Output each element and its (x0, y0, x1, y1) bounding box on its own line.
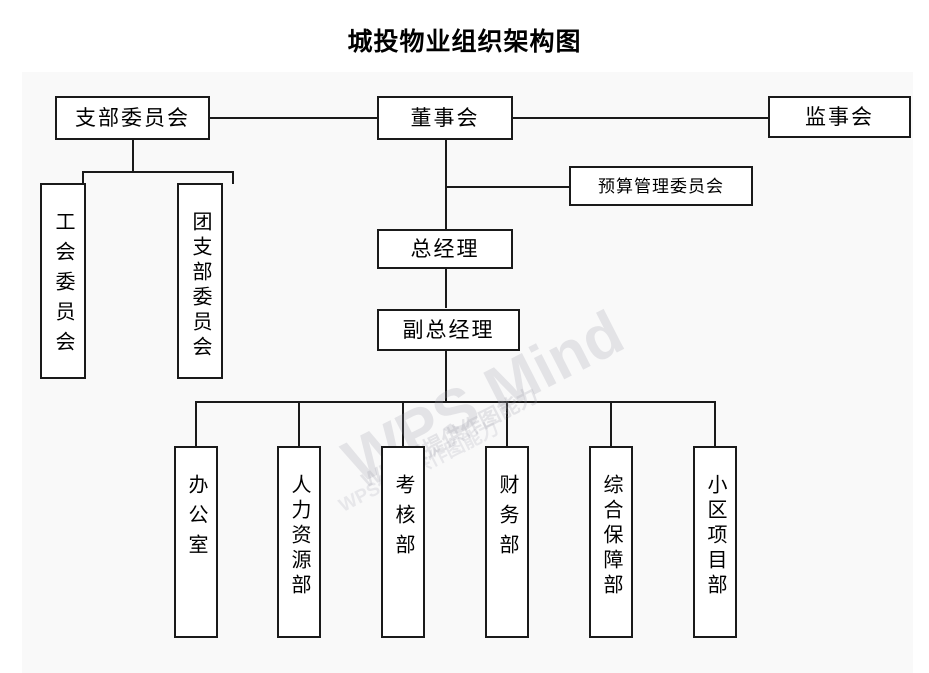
org-chart-canvas: WPS Mind WPS仅提供作图能力 WPS仅提供作图能力 支部委员会 董事会… (22, 72, 913, 673)
page-title: 城投物业组织架构图 (347, 29, 582, 56)
node-budget-management-committee[interactable]: 预算管理委员会 (569, 166, 753, 206)
connector-board-spine (445, 138, 447, 230)
connector-branch-to-board (209, 117, 379, 119)
connector-drop-department-1 (195, 401, 197, 446)
node-deputy-general-manager[interactable]: 副总经理 (377, 309, 520, 351)
node-department-finance[interactable]: 财务部 (485, 446, 529, 638)
connector-drop-youth-league (232, 171, 234, 184)
node-general-manager-label: 总经理 (410, 236, 480, 261)
node-department-comprehensive-support-label: 综合保障部 (600, 474, 622, 599)
node-board-of-supervisors[interactable]: 监事会 (768, 96, 911, 138)
connector-branch-bus (82, 171, 234, 173)
node-board-of-supervisors-label: 监事会 (805, 104, 874, 129)
node-department-office[interactable]: 办公室 (174, 446, 218, 638)
node-department-assessment[interactable]: 考核部 (381, 446, 425, 638)
connector-board-to-supervisors (512, 117, 769, 119)
node-deputy-general-manager-label: 副总经理 (402, 317, 495, 342)
node-department-community-project[interactable]: 小区项目部 (693, 446, 737, 638)
node-board-of-directors[interactable]: 董事会 (377, 96, 513, 140)
node-youth-league-branch-committee[interactable]: 团支部委员会 (177, 183, 223, 379)
connector-drop-department-6 (714, 401, 716, 446)
node-board-of-directors-label: 董事会 (410, 105, 480, 130)
connector-board-to-budget-committee (445, 186, 570, 188)
node-party-branch-committee[interactable]: 支部委员会 (55, 96, 210, 140)
connector-deputy-stem (445, 350, 447, 402)
node-department-community-project-label: 小区项目部 (704, 474, 726, 599)
node-party-branch-committee-label: 支部委员会 (75, 105, 190, 130)
connector-drop-department-2 (298, 401, 300, 446)
node-department-office-label: 办公室 (185, 474, 207, 564)
node-department-human-resources-label: 人力资源部 (288, 474, 310, 599)
connector-branch-stem (132, 138, 134, 172)
connector-department-bus (195, 401, 714, 403)
node-youth-league-branch-committee-label: 团支部委员会 (189, 211, 211, 361)
node-department-finance-label: 财务部 (496, 474, 518, 564)
connector-drop-department-4 (506, 401, 508, 446)
connector-drop-department-5 (610, 401, 612, 446)
connector-drop-department-3 (402, 401, 404, 446)
node-department-assessment-label: 考核部 (392, 474, 414, 564)
node-labor-union-committee[interactable]: 工会委员会 (40, 183, 86, 379)
node-general-manager[interactable]: 总经理 (377, 229, 513, 269)
node-budget-management-committee-label: 预算管理委员会 (598, 176, 724, 196)
node-department-comprehensive-support[interactable]: 综合保障部 (589, 446, 633, 638)
node-labor-union-committee-label: 工会委员会 (52, 211, 74, 361)
node-department-human-resources[interactable]: 人力资源部 (277, 446, 321, 638)
connector-drop-labor-union (82, 171, 84, 184)
connector-gm-to-deputy (445, 268, 447, 308)
